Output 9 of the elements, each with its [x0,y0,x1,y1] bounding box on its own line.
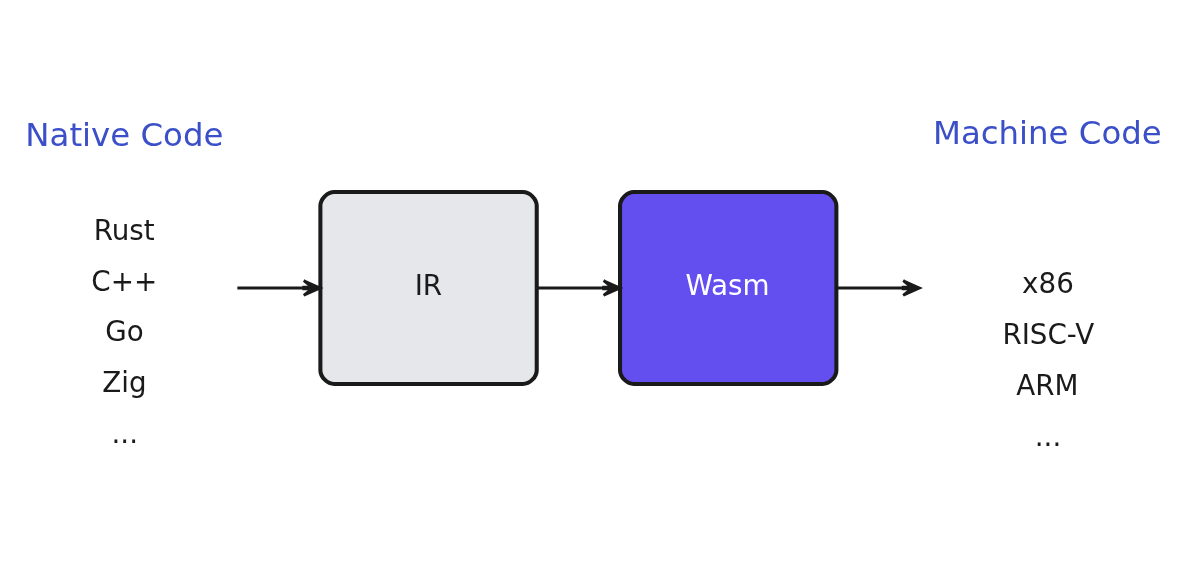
node-label: Machine Code [932,113,1162,152]
node-label: Native Code [25,115,224,154]
node-text: x86 RISC-V ARM ... [1002,266,1095,453]
arrow [237,278,322,297]
arrow [537,278,622,297]
node-text: Rust C++ Go Zig ... [91,213,158,450]
arrow [836,278,921,297]
node-box: Wasm [618,189,839,386]
node-box: IR [318,189,539,386]
